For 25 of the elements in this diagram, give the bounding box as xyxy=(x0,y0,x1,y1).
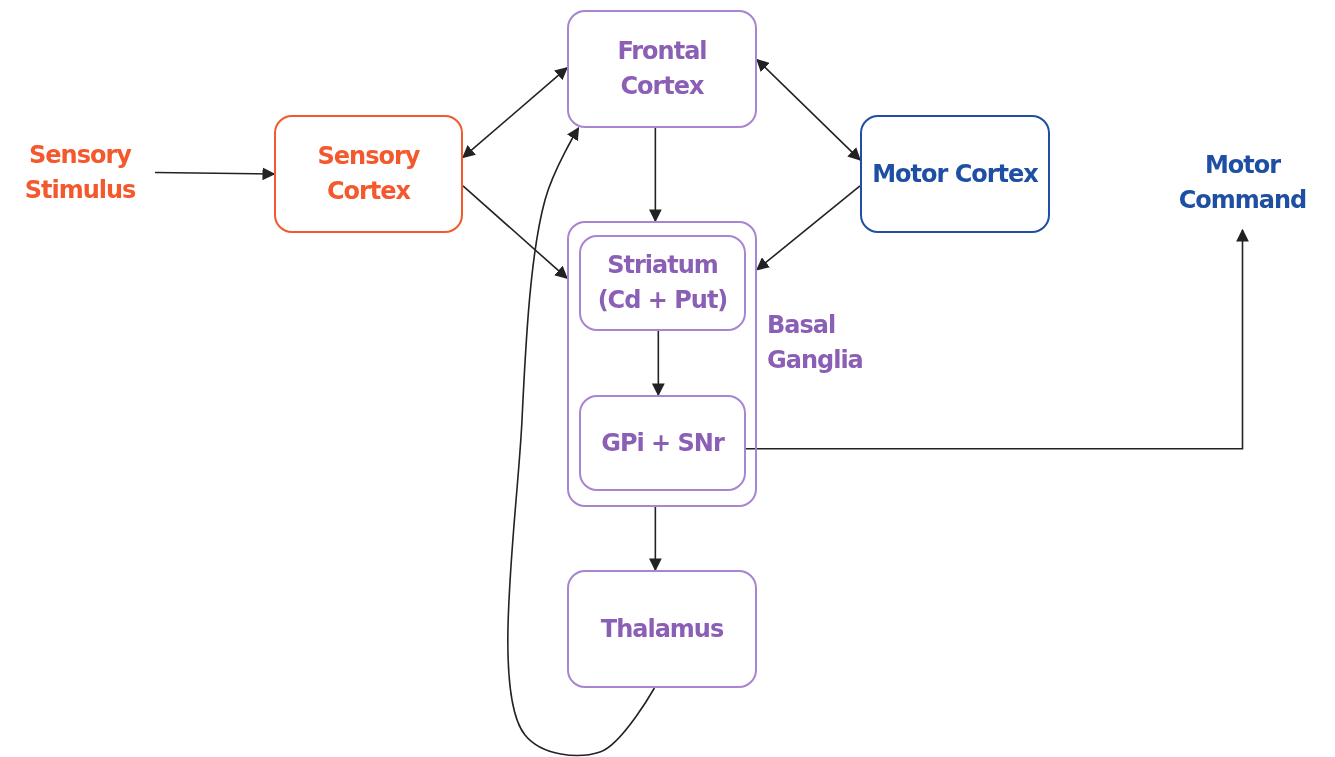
node-label: Motor Cortex xyxy=(872,158,1038,190)
nucleus-box xyxy=(579,235,746,331)
cortex-box xyxy=(274,115,463,233)
arrow xyxy=(648,506,662,572)
cortex-box xyxy=(567,10,757,128)
group-label: Basal Ganglia xyxy=(767,310,864,376)
stimulus-label: Sensory Stimulus xyxy=(23,139,137,206)
arrow xyxy=(648,127,662,223)
node-label: Frontal Cortex xyxy=(616,36,708,102)
node-label: Thalamus xyxy=(599,613,725,645)
arrow xyxy=(651,330,665,397)
nucleus-box xyxy=(579,395,746,491)
arrow xyxy=(756,58,861,161)
arrow xyxy=(154,167,276,181)
arrow xyxy=(756,185,861,271)
arrow xyxy=(745,228,1249,450)
arrow xyxy=(462,67,568,159)
arrow xyxy=(462,185,568,280)
cortex-box xyxy=(860,115,1050,233)
thalamus-box xyxy=(567,570,757,688)
node-label: Sensory Cortex xyxy=(316,141,421,207)
arrow xyxy=(507,126,656,757)
node-label: GPi + SNr xyxy=(600,427,726,459)
command-label: Motor Command xyxy=(1177,149,1308,216)
node-label: Striatum (Cd + Put) xyxy=(596,250,729,316)
